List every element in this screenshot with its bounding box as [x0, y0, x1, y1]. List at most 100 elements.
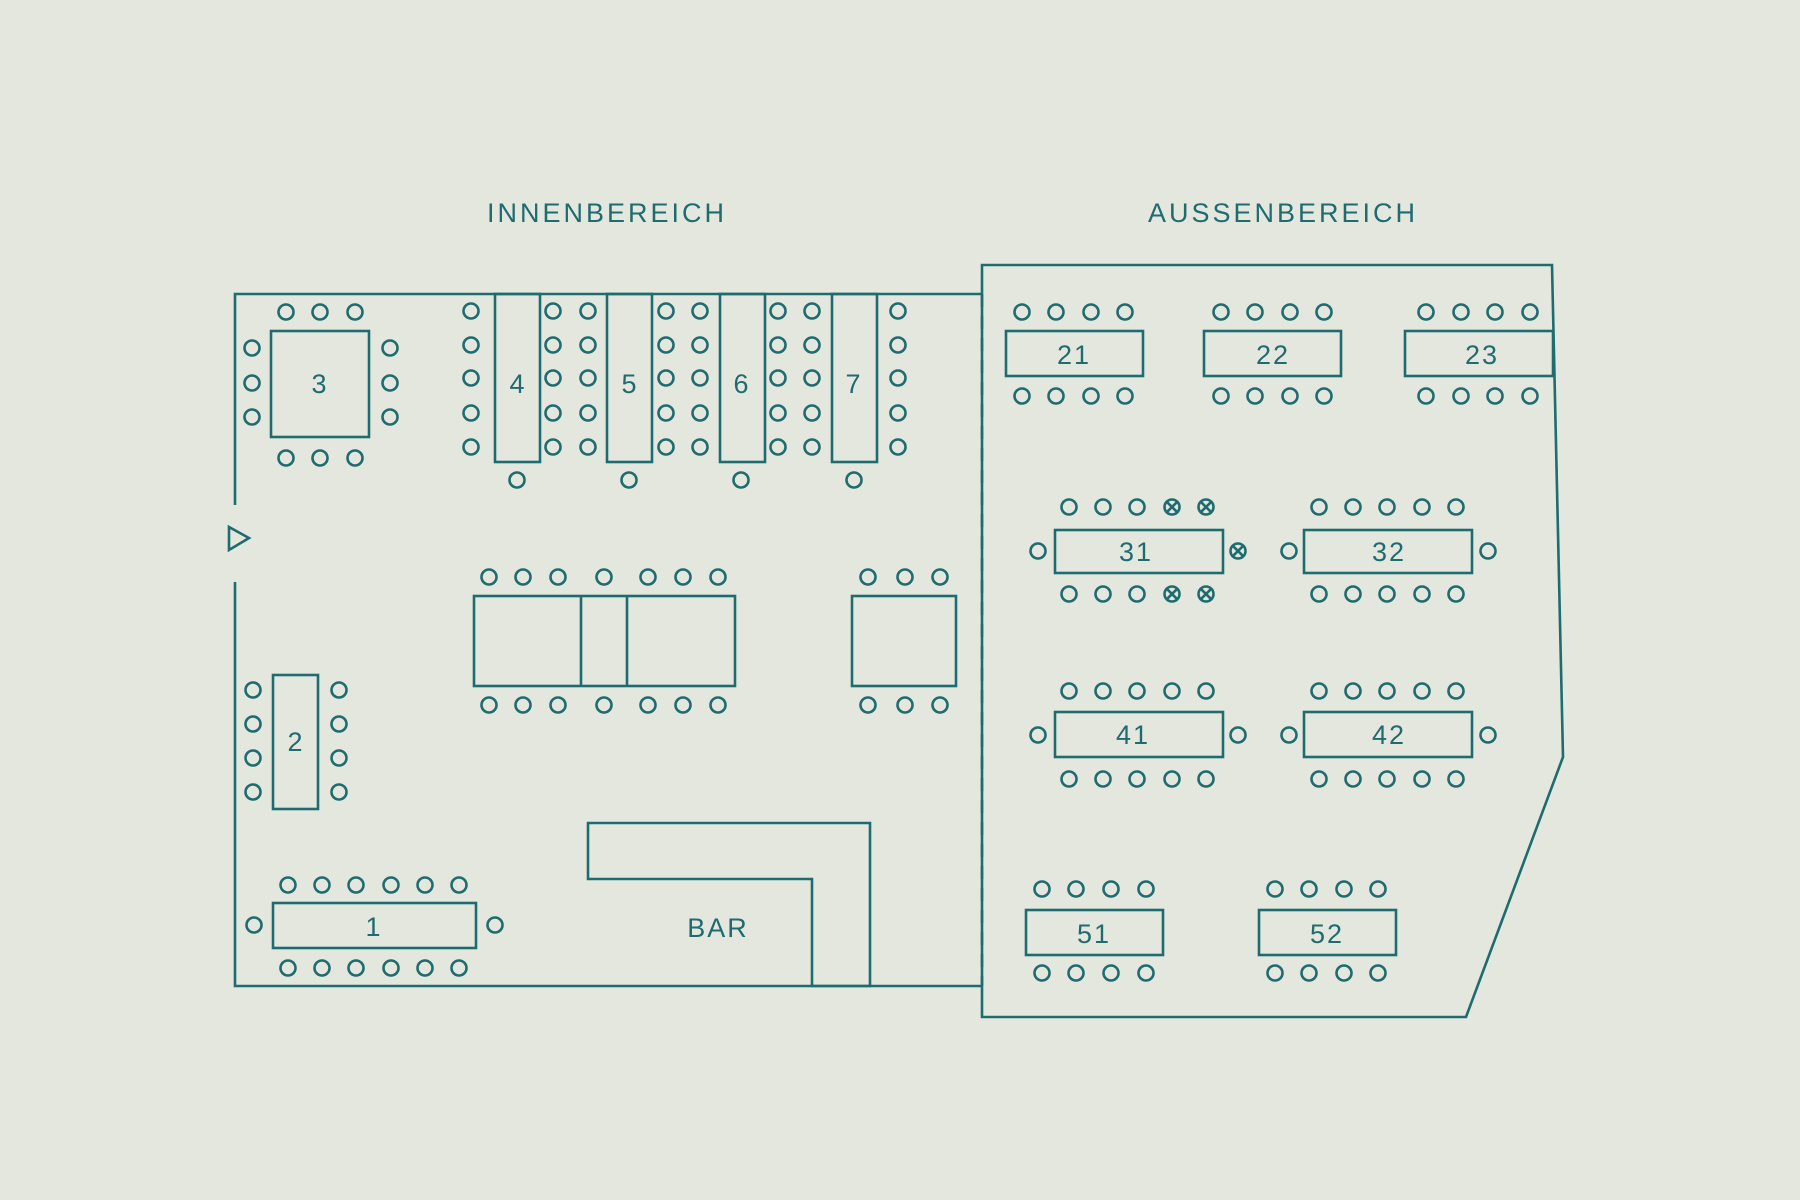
seat-circle-icon[interactable] — [769, 438, 787, 456]
seat-circle-icon[interactable] — [549, 696, 567, 714]
seat-circle-icon[interactable] — [1013, 387, 1031, 405]
seat-circle-icon[interactable] — [330, 749, 348, 767]
seat-circle-icon[interactable] — [1082, 303, 1100, 321]
seat-circle-icon[interactable] — [803, 336, 821, 354]
table-22[interactable] — [1202, 329, 1343, 378]
seat-circle-icon[interactable] — [1197, 770, 1215, 788]
seat-circle-icon[interactable] — [769, 336, 787, 354]
seat-circle-icon[interactable] — [1033, 880, 1051, 898]
seat-circle-icon[interactable] — [346, 449, 364, 467]
seat-circle-icon[interactable] — [620, 471, 638, 489]
seat-circle-icon[interactable] — [462, 302, 480, 320]
seat-circle-icon[interactable] — [1029, 726, 1047, 744]
seat-circle-icon[interactable] — [462, 336, 480, 354]
seat-circle-icon[interactable] — [859, 696, 877, 714]
seat-circle-icon[interactable] — [1094, 498, 1112, 516]
seat-circle-icon[interactable] — [1197, 682, 1215, 700]
seat-circle-icon[interactable] — [1447, 770, 1465, 788]
seat-circle-icon[interactable] — [595, 568, 613, 586]
seat-circle-icon[interactable] — [889, 369, 907, 387]
seat-circle-icon[interactable] — [579, 438, 597, 456]
seat-circle-icon[interactable] — [1060, 682, 1078, 700]
seat-circle-icon[interactable] — [1447, 585, 1465, 603]
seat-circle-icon[interactable] — [311, 303, 329, 321]
table-23[interactable] — [1403, 329, 1555, 378]
seat-circle-icon[interactable] — [1280, 542, 1298, 560]
table-4[interactable] — [493, 292, 542, 464]
seat-circle-icon[interactable] — [279, 959, 297, 977]
table-52[interactable] — [1257, 908, 1398, 957]
seat-circle-icon[interactable] — [579, 369, 597, 387]
seat-circle-icon[interactable] — [639, 696, 657, 714]
seat-circle-icon[interactable] — [244, 749, 262, 767]
seat-circle-icon[interactable] — [1315, 303, 1333, 321]
seat-circle-icon[interactable] — [243, 374, 261, 392]
seat-circle-icon[interactable] — [1486, 303, 1504, 321]
seat-circle-icon[interactable] — [889, 302, 907, 320]
seat-circle-icon[interactable] — [1310, 770, 1328, 788]
table-7[interactable] — [830, 292, 879, 464]
seat-circle-icon[interactable] — [674, 568, 692, 586]
seat-circle-icon[interactable] — [347, 876, 365, 894]
seat-circle-icon[interactable] — [1521, 387, 1539, 405]
seat-circle-icon[interactable] — [313, 876, 331, 894]
seat-circle-icon[interactable] — [691, 404, 709, 422]
seat-circle-icon[interactable] — [1102, 880, 1120, 898]
seat-circle-icon[interactable] — [416, 959, 434, 977]
seat-circle-icon[interactable] — [1417, 303, 1435, 321]
seat-circle-icon[interactable] — [1300, 880, 1318, 898]
seat-circle-icon[interactable] — [508, 471, 526, 489]
seat-circle-icon[interactable] — [657, 302, 675, 320]
seat-circle-icon[interactable] — [803, 302, 821, 320]
seat-circle-icon[interactable] — [1413, 682, 1431, 700]
seat-circle-icon[interactable] — [889, 438, 907, 456]
seat-circle-icon[interactable] — [1310, 498, 1328, 516]
seat-circle-icon[interactable] — [1315, 387, 1333, 405]
seat-circle-icon[interactable] — [450, 959, 468, 977]
seat-circle-icon[interactable] — [896, 568, 914, 586]
table-5[interactable] — [605, 292, 654, 464]
seat-circle-icon[interactable] — [674, 696, 692, 714]
seat-circle-icon[interactable] — [691, 336, 709, 354]
seat-circle-icon[interactable] — [1128, 498, 1146, 516]
seat-circle-icon[interactable] — [549, 568, 567, 586]
seat-circle-icon[interactable] — [1266, 964, 1284, 982]
table-2[interactable] — [271, 673, 320, 811]
seat-circle-icon[interactable] — [1344, 498, 1362, 516]
seat-circle-icon[interactable] — [277, 449, 295, 467]
seat-circle-icon[interactable] — [769, 404, 787, 422]
seat-circle-icon[interactable] — [889, 336, 907, 354]
seat-circle-icon[interactable] — [346, 303, 364, 321]
seat-circle-icon[interactable] — [803, 438, 821, 456]
seat-circle-icon[interactable] — [243, 339, 261, 357]
seat-circle-icon[interactable] — [1413, 498, 1431, 516]
seat-circle-icon[interactable] — [480, 696, 498, 714]
seat-circle-icon[interactable] — [1212, 303, 1230, 321]
seat-circle-icon[interactable] — [544, 369, 562, 387]
seat-circle-icon[interactable] — [1479, 542, 1497, 560]
seat-circle-icon[interactable] — [381, 339, 399, 357]
seat-circle-icon[interactable] — [244, 783, 262, 801]
seat-circle-icon[interactable] — [595, 696, 613, 714]
seat-circle-icon[interactable] — [1417, 387, 1435, 405]
seat-circle-icon[interactable] — [1163, 682, 1181, 700]
seat-circle-icon[interactable] — [1335, 964, 1353, 982]
seat-circle-icon[interactable] — [1060, 585, 1078, 603]
seat-circle-icon[interactable] — [709, 568, 727, 586]
seat-circle-icon[interactable] — [1128, 585, 1146, 603]
seat-circle-icon[interactable] — [1212, 387, 1230, 405]
seat-circle-icon[interactable] — [657, 404, 675, 422]
seat-circle-icon[interactable] — [1047, 303, 1065, 321]
seat-circle-icon[interactable] — [691, 369, 709, 387]
seat-circle-icon[interactable] — [1137, 964, 1155, 982]
table-unnumbered-small[interactable] — [850, 594, 958, 688]
seat-circle-icon[interactable] — [1094, 770, 1112, 788]
seat-circle-icon[interactable] — [579, 336, 597, 354]
seat-circle-icon[interactable] — [1447, 682, 1465, 700]
seat-circle-icon[interactable] — [579, 404, 597, 422]
seat-circle-icon[interactable] — [931, 568, 949, 586]
seat-circle-icon[interactable] — [896, 696, 914, 714]
seat-circle-icon[interactable] — [1067, 880, 1085, 898]
seat-circle-icon[interactable] — [1094, 682, 1112, 700]
seat-circle-icon[interactable] — [1266, 880, 1284, 898]
